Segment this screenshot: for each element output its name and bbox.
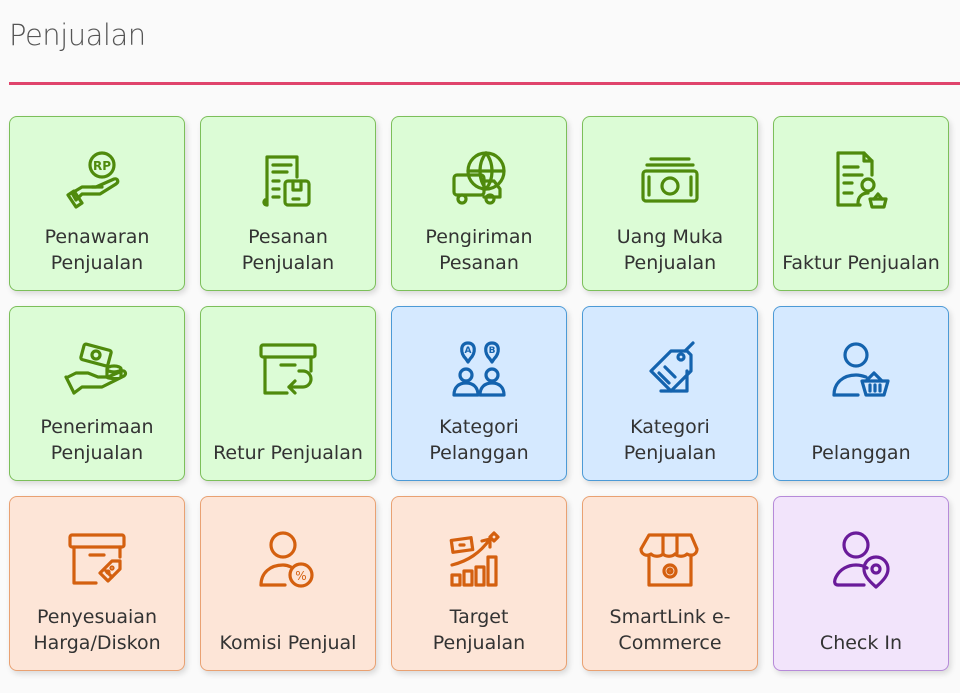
store-settings-icon	[637, 527, 703, 593]
svg-text:RP: RP	[93, 159, 111, 173]
menu-tile-komisi-penjual[interactable]: % Komisi Penjual	[200, 496, 376, 671]
menu-tile-penerimaan-penjualan[interactable]: Penerimaan Penjualan	[9, 306, 185, 481]
price-discount-icon	[64, 527, 130, 593]
invoice-icon	[828, 147, 894, 213]
menu-tile-label: Kategori Penjualan	[623, 416, 717, 464]
menu-tile-pelanggan[interactable]: Pelanggan	[773, 306, 949, 481]
menu-tile-label: Komisi Penjual	[219, 632, 357, 654]
menu-tile-penyesuaian-harga-diskon[interactable]: Penyesuaian Harga/Diskon	[9, 496, 185, 671]
menu-tile-label: Uang Muka Penjualan	[616, 226, 724, 274]
svg-text:B: B	[489, 346, 496, 356]
title-divider	[9, 82, 960, 85]
menu-tile-label: SmartLink e- Commerce	[609, 606, 731, 654]
menu-tile-smartlink-e-commerce[interactable]: SmartLink e- Commerce	[582, 496, 758, 671]
menu-tile-label: Penyesuaian Harga/Diskon	[33, 606, 161, 654]
menu-tile-label: Pesanan Penjualan	[241, 226, 335, 274]
return-box-icon	[255, 337, 321, 403]
order-document-icon	[255, 147, 321, 213]
svg-text:%: %	[295, 569, 306, 583]
menu-tile-label: Retur Penjualan	[213, 442, 363, 464]
menu-tile-label: Pengiriman Pesanan	[425, 226, 533, 274]
hand-money-icon: RP	[64, 147, 130, 213]
menu-tile-check-in[interactable]: Check In	[773, 496, 949, 671]
menu-tile-label: Pelanggan	[811, 442, 911, 464]
menu-tile-kategori-penjualan[interactable]: Kategori Penjualan	[582, 306, 758, 481]
delivery-truck-icon	[446, 147, 512, 213]
menu-tile-target-penjualan[interactable]: Target Penjualan	[391, 496, 567, 671]
menu-tile-penawaran-penjualan[interactable]: RP Penawaran Penjualan	[9, 116, 185, 291]
receive-payment-icon	[64, 337, 130, 403]
menu-tile-label: Check In	[819, 632, 903, 654]
commission-icon: %	[255, 527, 321, 593]
menu-tile-pengiriman-pesanan[interactable]: Pengiriman Pesanan	[391, 116, 567, 291]
svg-text:A: A	[465, 346, 472, 356]
page-title: Penjualan	[9, 18, 146, 52]
customer-basket-icon	[828, 337, 894, 403]
menu-tile-pesanan-penjualan[interactable]: Pesanan Penjualan	[200, 116, 376, 291]
tag-icon	[637, 337, 703, 403]
menu-tile-faktur-penjualan[interactable]: Faktur Penjualan	[773, 116, 949, 291]
menu-tile-retur-penjualan[interactable]: Retur Penjualan	[200, 306, 376, 481]
menu-tile-label: Target Penjualan	[432, 606, 526, 654]
menu-tile-uang-muka-penjualan[interactable]: Uang Muka Penjualan	[582, 116, 758, 291]
menu-tile-label: Penerimaan Penjualan	[40, 416, 154, 464]
menu-tile-label: Kategori Pelanggan	[429, 416, 529, 464]
sales-target-icon	[446, 527, 512, 593]
menu-tile-label: Penawaran Penjualan	[44, 226, 150, 274]
menu-tile-label: Faktur Penjualan	[782, 252, 940, 274]
cash-stack-icon	[637, 147, 703, 213]
user-location-icon	[828, 527, 894, 593]
